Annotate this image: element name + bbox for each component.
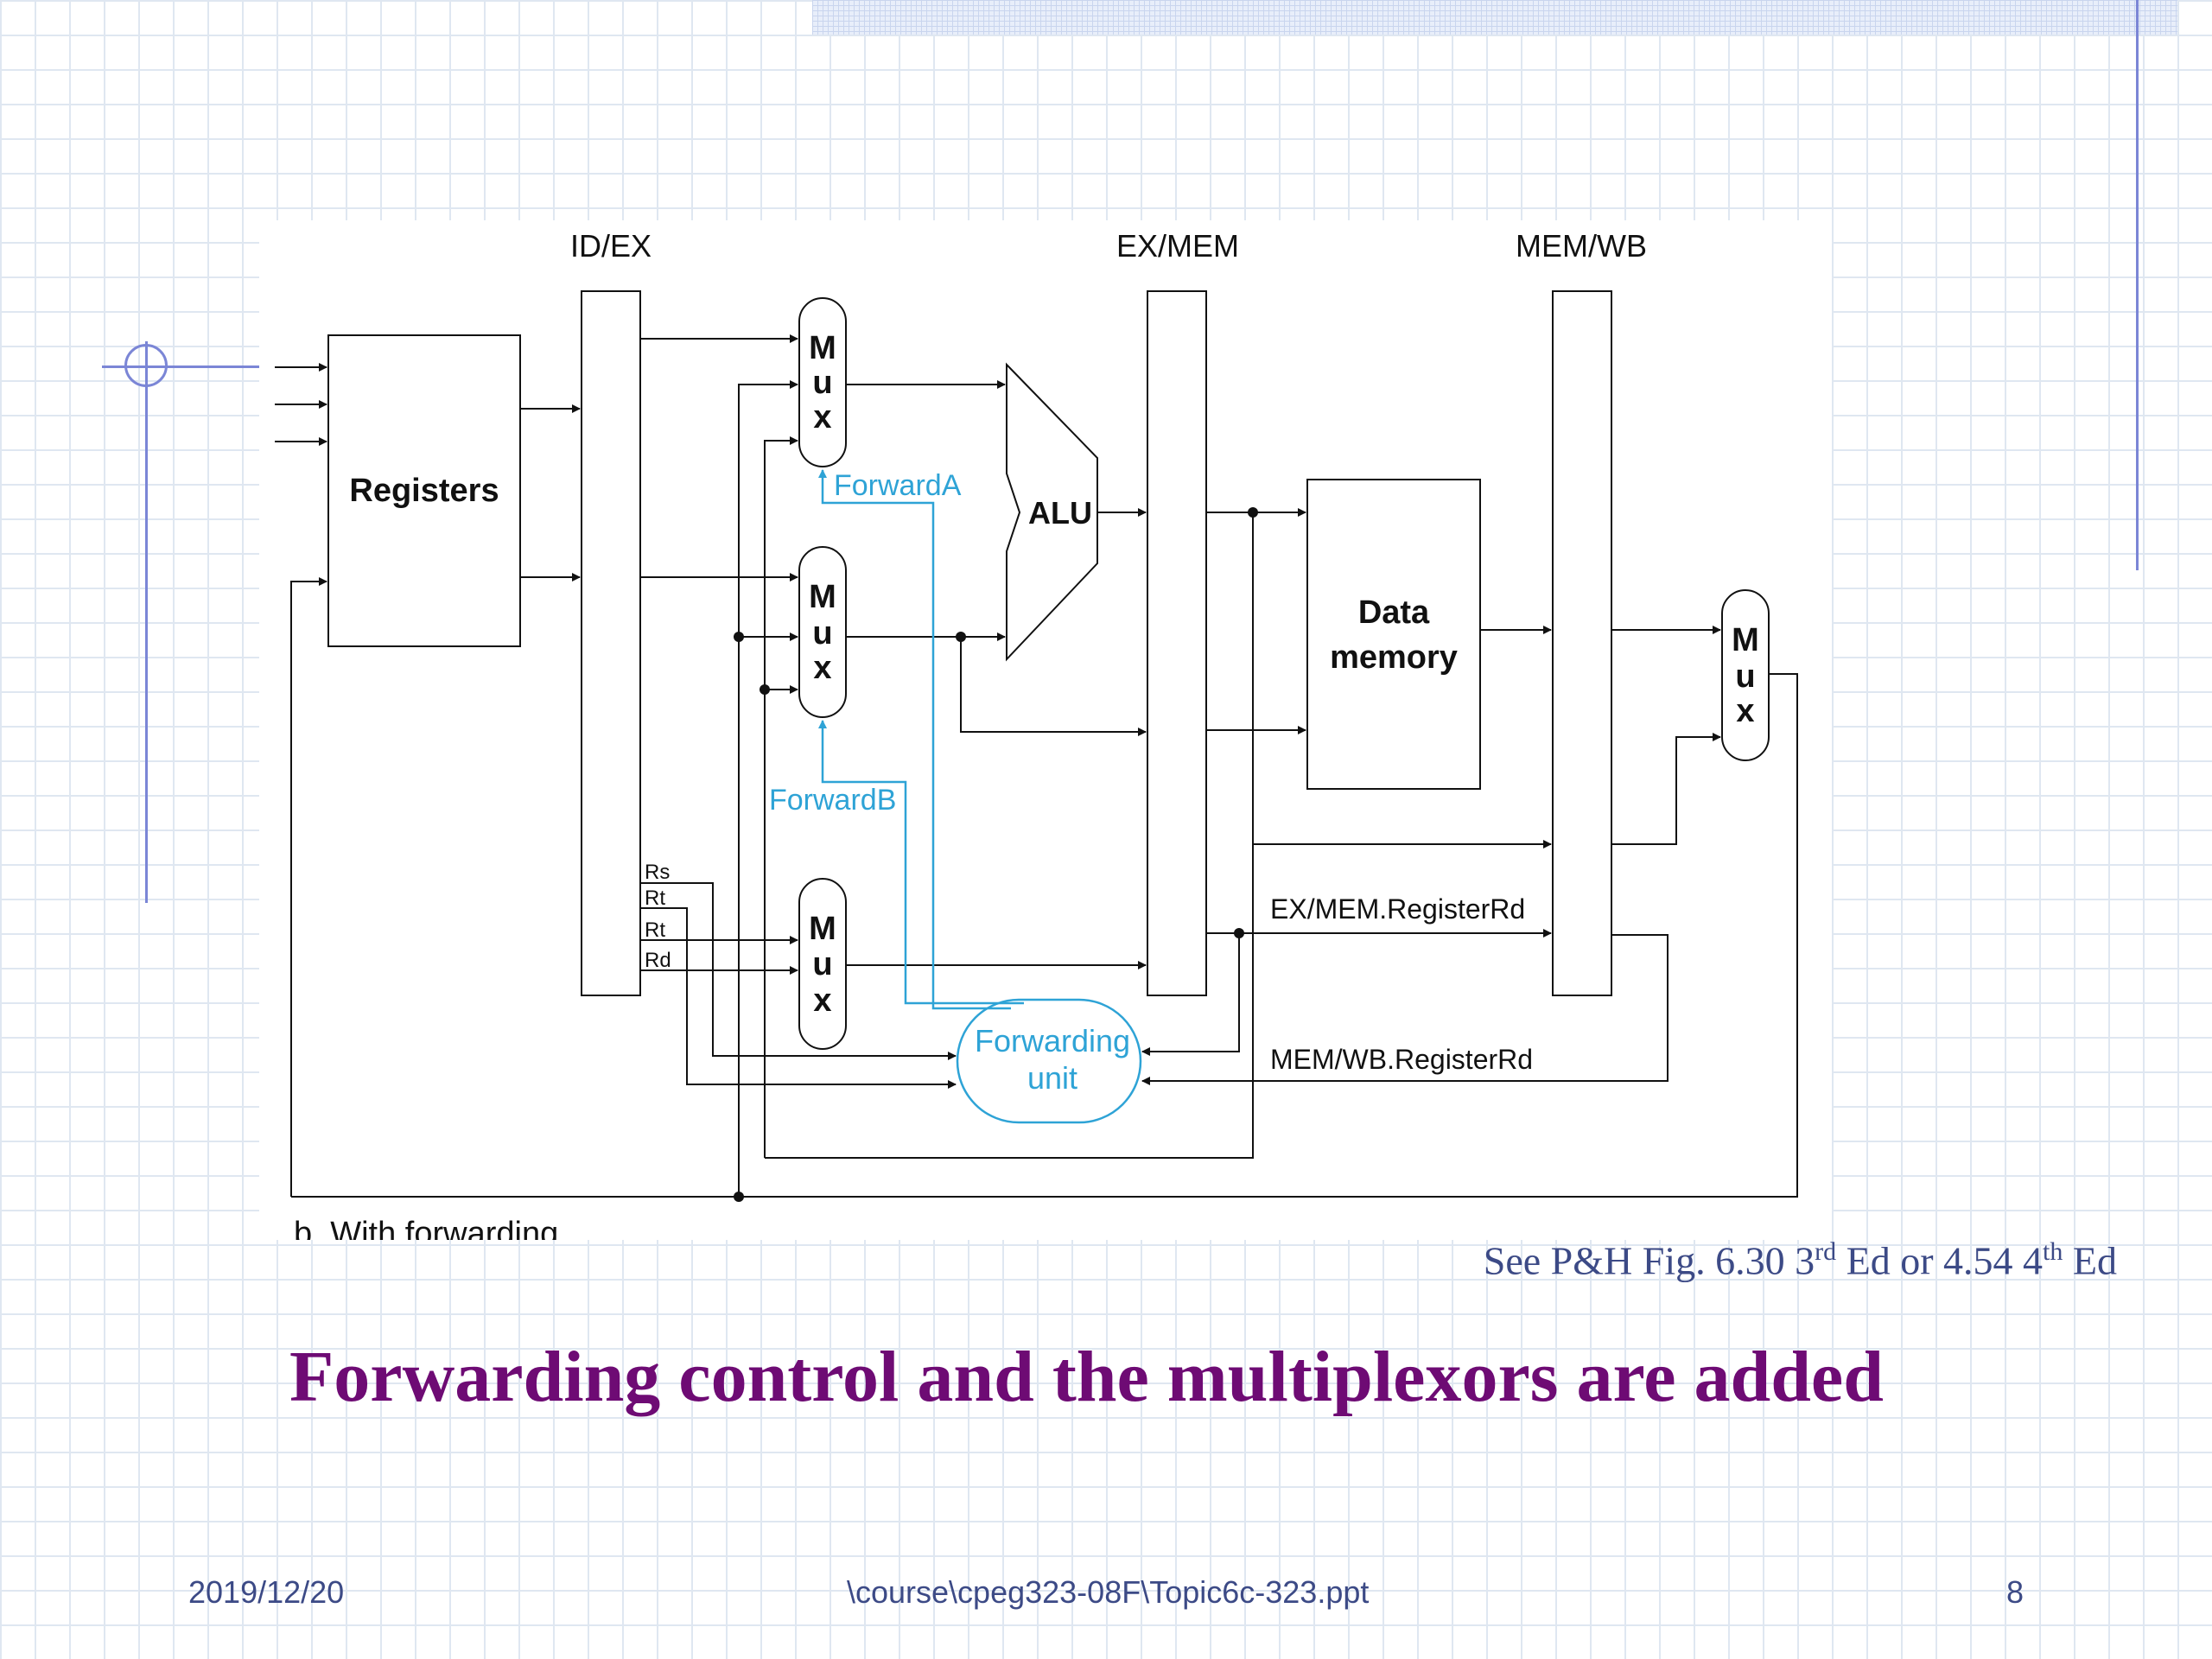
top-decorative-band	[812, 0, 2177, 35]
data-memory-block	[1306, 479, 1481, 790]
reference-suffix: Ed	[2063, 1238, 2117, 1283]
mem-wb-label: MEM/WB	[1516, 228, 1647, 264]
mux-wb	[1721, 589, 1770, 761]
rs-field-label: Rs	[645, 861, 670, 884]
mux-b	[798, 546, 847, 718]
forwarding-control-wires	[818, 469, 1024, 1010]
mux-b-m: M	[809, 579, 836, 615]
forwarding-unit-label-line1: Forwarding	[975, 1023, 1130, 1058]
ex-mem-registerrd-label: EX/MEM.RegisterRd	[1270, 893, 1525, 925]
mux-a	[798, 297, 847, 467]
forwarding-unit	[956, 998, 1142, 1124]
figure-reference: See P&H Fig. 6.30 3rd Ed or 4.54 4th Ed	[1357, 1237, 2117, 1283]
wire-junctions	[734, 507, 1258, 1202]
forward-a-label: ForwardA	[834, 469, 962, 502]
forward-b-label: ForwardB	[769, 784, 896, 817]
mux-c	[798, 878, 847, 1050]
forwarding-datapath-diagram: ID/EX EX/MEM MEM/WB Registers Data memor…	[259, 220, 1832, 1240]
registers-block	[327, 334, 521, 647]
mux-b-x: x	[813, 650, 831, 686]
data-memory-label-line1: Data	[1358, 594, 1430, 631]
mux-wb-u: u	[1735, 658, 1755, 695]
mux-b-u: u	[812, 615, 832, 652]
alu-shape	[1006, 362, 1098, 662]
slide-title: Forwarding control and the multiplexors …	[289, 1337, 1884, 1417]
left-vertical-rule	[145, 341, 148, 903]
registers-label: Registers	[349, 473, 499, 509]
footer-date: 2019/12/20	[188, 1574, 345, 1610]
rt-field-label-1: Rt	[645, 887, 665, 910]
reference-sup-2: th	[2043, 1237, 2063, 1266]
datapath-wires	[275, 334, 1798, 1198]
data-memory-label-line2: memory	[1330, 639, 1458, 676]
mux-c-m: M	[809, 911, 836, 947]
alu-label: ALU	[1028, 495, 1092, 531]
rd-field-label: Rd	[645, 949, 671, 972]
ex-mem-register	[1147, 290, 1207, 996]
ex-mem-label: EX/MEM	[1116, 228, 1239, 264]
reference-sup-1: rd	[1815, 1237, 1837, 1266]
mux-a-u: u	[812, 365, 832, 401]
mux-wb-m: M	[1732, 622, 1759, 658]
mux-a-x: x	[813, 399, 831, 435]
reference-prefix: See P&H Fig. 6.30 3	[1483, 1238, 1815, 1283]
forwarding-unit-label-line2: unit	[1027, 1060, 1077, 1096]
rt-field-label-2: Rt	[645, 918, 665, 942]
footer-path: \course\cpeg323-08F\Topic6c-323.ppt	[847, 1574, 1370, 1610]
left-horizontal-rule	[102, 365, 262, 368]
right-vertical-rule	[2136, 0, 2139, 570]
mux-wb-x: x	[1736, 693, 1754, 729]
mux-c-u: u	[812, 946, 832, 982]
mux-c-x: x	[813, 982, 831, 1019]
reference-middle: Ed or 4.54 4	[1836, 1238, 2044, 1283]
id-ex-register	[581, 290, 641, 996]
footer-page-number: 8	[2006, 1574, 2024, 1610]
id-ex-label: ID/EX	[570, 228, 652, 264]
mux-a-m: M	[809, 330, 836, 366]
diagram-caption: b. With forwarding	[294, 1216, 558, 1240]
mem-wb-registerrd-label: MEM/WB.RegisterRd	[1270, 1044, 1533, 1075]
crosshair-circle-icon	[124, 344, 168, 387]
mem-wb-register	[1552, 290, 1612, 996]
